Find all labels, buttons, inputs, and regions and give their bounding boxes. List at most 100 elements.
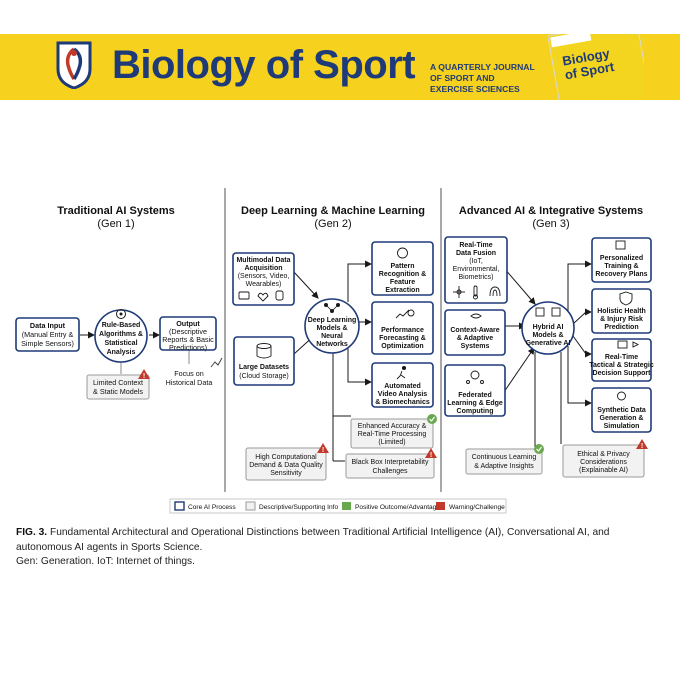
- federated-box: [444, 364, 506, 417]
- hybrid-ai-node: [521, 301, 575, 355]
- camera-icon: [238, 291, 250, 300]
- hybrid-line-3: Generative AI: [526, 340, 571, 347]
- large-datasets-box: [233, 336, 295, 386]
- column-gen-label-gen1: (Gen 1): [97, 218, 134, 230]
- journal-cover-thumbnail: Biology of Sport: [548, 34, 644, 100]
- continuous-learning-box: [465, 448, 543, 475]
- large-datasets-line-1: Large Datasets: [239, 364, 289, 371]
- caption-label: FIG. 3.: [16, 527, 48, 538]
- legend-label-warning: Warning/Challenge: [449, 504, 505, 511]
- focus-line-1: Focus on: [174, 369, 204, 378]
- svg-text:!: !: [641, 443, 643, 450]
- dl-models-line-3: Neural: [321, 333, 343, 340]
- context-aware-box: [444, 309, 506, 356]
- check-icon: [534, 444, 544, 454]
- federated-line-3: Computing: [457, 408, 494, 415]
- database-icon: [256, 343, 272, 359]
- black-box-box: [345, 453, 435, 479]
- black-box-line-1: Black Box Interpretability: [351, 459, 429, 466]
- context-line-1: Context-Aware: [450, 327, 499, 334]
- chameleon-icon: [470, 313, 482, 319]
- data-input-box: [15, 317, 80, 352]
- watch-icon: [275, 290, 284, 301]
- data-input-line-2: (Manual Entry &: [22, 330, 74, 339]
- check-icon: [427, 414, 437, 424]
- rule-based-line-4: Analysis: [107, 349, 136, 356]
- high-comp-line-3: Sensitivity: [270, 470, 302, 477]
- iot-icon: [453, 286, 465, 298]
- context-line-2: & Adaptive: [457, 335, 493, 342]
- multimodal-line-4: Wearables): [246, 281, 282, 288]
- legend-label-core: Core AI Process: [188, 504, 236, 511]
- network-icon: [323, 303, 340, 314]
- output-line-2: (Descriptive: [169, 327, 207, 336]
- performance-box: [371, 301, 434, 355]
- multimodal-line-3: (Sensors, Video,: [238, 273, 290, 280]
- legend-swatch-positive: [342, 502, 351, 510]
- chart-up-icon: [395, 309, 415, 319]
- data-input-line-3: Simple Sensors): [21, 339, 74, 348]
- hybrid-line-1: Hybrid AI: [533, 324, 564, 331]
- dl-models-line-4: Networks: [316, 341, 348, 348]
- shield-icon: [619, 291, 633, 306]
- ethical-privacy-box: [562, 444, 645, 478]
- pattern-line-4: Extraction: [385, 287, 419, 294]
- synthetic-line-1: Synthetic Data: [597, 407, 646, 414]
- journal-subtitle: A QUARTERLY JOURNAL OF SPORT AND EXERCIS…: [430, 62, 535, 94]
- column-gen-label-gen3: (Gen 3): [532, 218, 569, 230]
- pattern-line-1: Pattern: [390, 263, 414, 270]
- automated-box: [371, 362, 434, 408]
- rule-based-line-3: Statistical: [104, 340, 137, 347]
- output-line-1: Output: [176, 319, 200, 328]
- pattern-line-3: Feature: [390, 279, 415, 286]
- fusion-line-4: Environmental,: [453, 266, 500, 273]
- runner-icon: [396, 365, 407, 380]
- realtime-line-1: Real-Time: [605, 354, 638, 361]
- multimodal-line-1: Multimodal Data: [236, 257, 290, 264]
- holistic-line-1: Holistic Health: [597, 308, 646, 315]
- warning-icon: !: [425, 448, 437, 459]
- legend-label-positive: Positive Outcome/Advantage: [355, 504, 440, 511]
- svg-text:!: !: [430, 452, 432, 459]
- column-title-gen1: Traditional AI Systems: [57, 205, 175, 217]
- profile-card-icon: [615, 240, 626, 250]
- caption-abbreviations: Gen: Generation. IoT: Internet of things…: [16, 556, 195, 567]
- journal-logo: [56, 41, 92, 89]
- data-fusion-box: [444, 236, 508, 304]
- federated-line-1: Federated: [458, 392, 491, 399]
- trend-line-icon: [210, 357, 223, 368]
- automated-line-2: Video Analysis: [378, 391, 428, 398]
- enhanced-line-2: Real-Time Processing: [358, 431, 427, 438]
- svg-text:!: !: [143, 373, 145, 380]
- fingerprint-icon: [489, 286, 501, 297]
- large-datasets-line-2: (Cloud Storage): [239, 373, 288, 380]
- column-title-gen2: Deep Learning & Machine Learning: [241, 205, 425, 217]
- performance-line-3: Optimization: [381, 343, 423, 350]
- heart-icon: [257, 292, 269, 302]
- output-line-3: Reports & Basic: [162, 335, 214, 344]
- personalized-line-3: Recovery Plans: [595, 271, 647, 278]
- high-computational-box: [245, 447, 327, 481]
- output-line-4: Predictions): [169, 343, 207, 352]
- performance-line-2: Forecasting &: [379, 335, 426, 342]
- limited-context-box: [86, 374, 150, 400]
- enhanced-line-1: Enhanced Accuracy &: [358, 423, 427, 430]
- fusion-line-2: Data Fusion: [456, 250, 496, 257]
- holistic-line-3: Prediction: [604, 324, 638, 331]
- multimodal-line-2: Acquisition: [244, 265, 282, 272]
- pattern-line-2: Recognition &: [379, 271, 426, 278]
- figure-caption: FIG. 3. Fundamental Architectural and Op…: [16, 526, 664, 570]
- pattern-box: [371, 241, 434, 296]
- continuous-line-1: Continuous Learning: [472, 454, 537, 461]
- federated-line-2: Learning & Edge: [447, 400, 503, 407]
- legend-swatch-warning: [436, 502, 445, 510]
- ethical-line-2: Considerations: [580, 459, 627, 466]
- synthetic-line-3: Simulation: [604, 423, 640, 430]
- legend-swatch-descriptive: [245, 501, 256, 511]
- legend-label-descriptive: Descriptive/Supporting Info: [259, 504, 338, 511]
- synthetic-line-2: Generation &: [600, 415, 644, 422]
- personalized-line-2: Training &: [604, 263, 638, 270]
- dl-models-node: [304, 298, 360, 354]
- limited-line-2: & Static Models: [93, 387, 143, 396]
- context-line-3: Systems: [461, 343, 490, 350]
